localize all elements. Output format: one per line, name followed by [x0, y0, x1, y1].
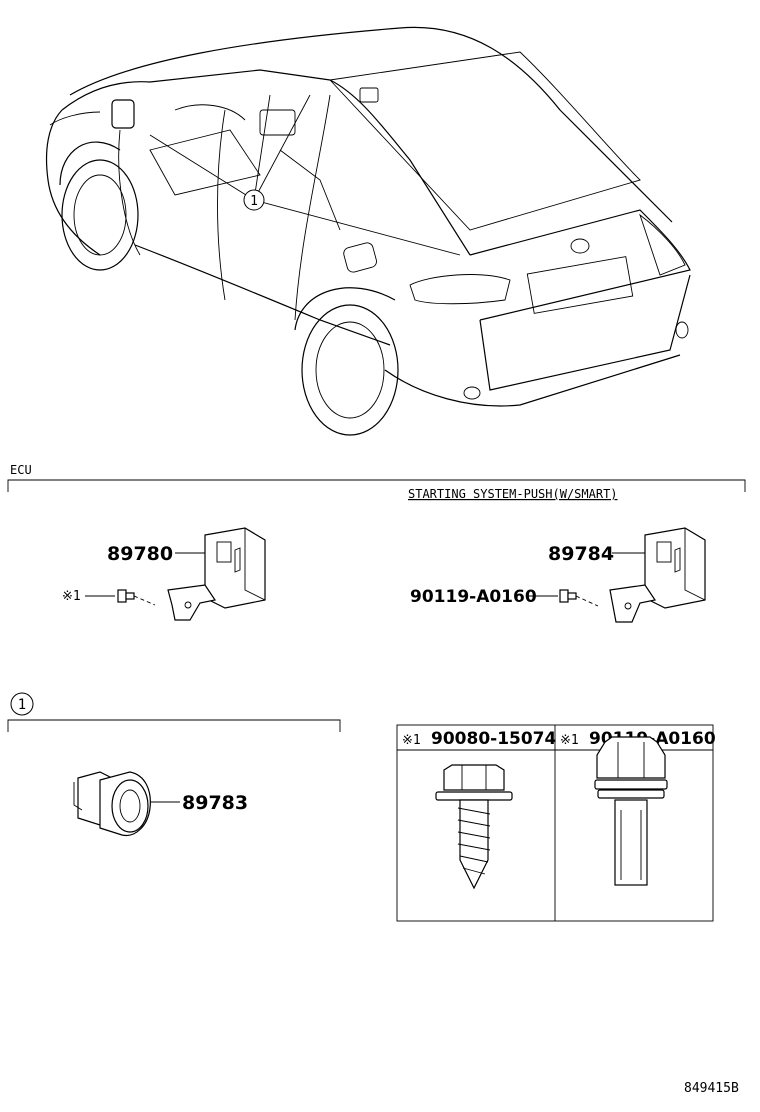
fastener-col1-ref: ※1 — [402, 733, 421, 748]
ecu-left-assembly: 89780 ※1 — [62, 527, 266, 621]
right-bolt-icon — [559, 589, 599, 607]
ecu-right-part-number: 89784 — [548, 543, 614, 565]
callout-1-number: 1 — [18, 697, 26, 713]
callout-1-section: 1 — [7, 692, 341, 732]
fastener-col1-part: 90080-15074 — [431, 729, 557, 749]
ecu-right-module — [609, 527, 706, 623]
ecu-section: ECU STARTING SYSTEM-PUSH(W/SMART) — [7, 463, 746, 501]
fastener-table: ※1 90080-15074 ※1 90119-A0160 — [396, 724, 716, 922]
ecu-section-bracket — [7, 479, 746, 492]
left-bolt-reference: ※1 — [62, 589, 81, 604]
tapping-screw-icon — [435, 764, 513, 890]
sensor-assembly: 89783 — [73, 771, 248, 837]
sensor-icon — [73, 771, 151, 837]
fastener-col2-ref: ※1 — [560, 733, 579, 748]
ecu-left-part-number: 89780 — [107, 543, 173, 565]
sensor-part-number: 89783 — [182, 792, 248, 814]
car-illustration: 1 — [45, 26, 691, 436]
drawing-code: 849415B — [684, 1081, 739, 1096]
ecu-section-label: ECU — [10, 463, 32, 477]
left-bolt-icon — [117, 589, 156, 606]
callout-1-bracket — [7, 719, 341, 732]
right-bolt-part-number: 90119-A0160 — [410, 587, 537, 607]
starting-system-label: STARTING SYSTEM-PUSH(W/SMART) — [408, 487, 618, 501]
ecu-left-module — [167, 527, 266, 621]
ecu-right-assembly: 89784 90119-A0160 — [410, 527, 706, 623]
car-callout-number: 1 — [250, 194, 258, 209]
hex-bolt-icon — [594, 736, 668, 886]
